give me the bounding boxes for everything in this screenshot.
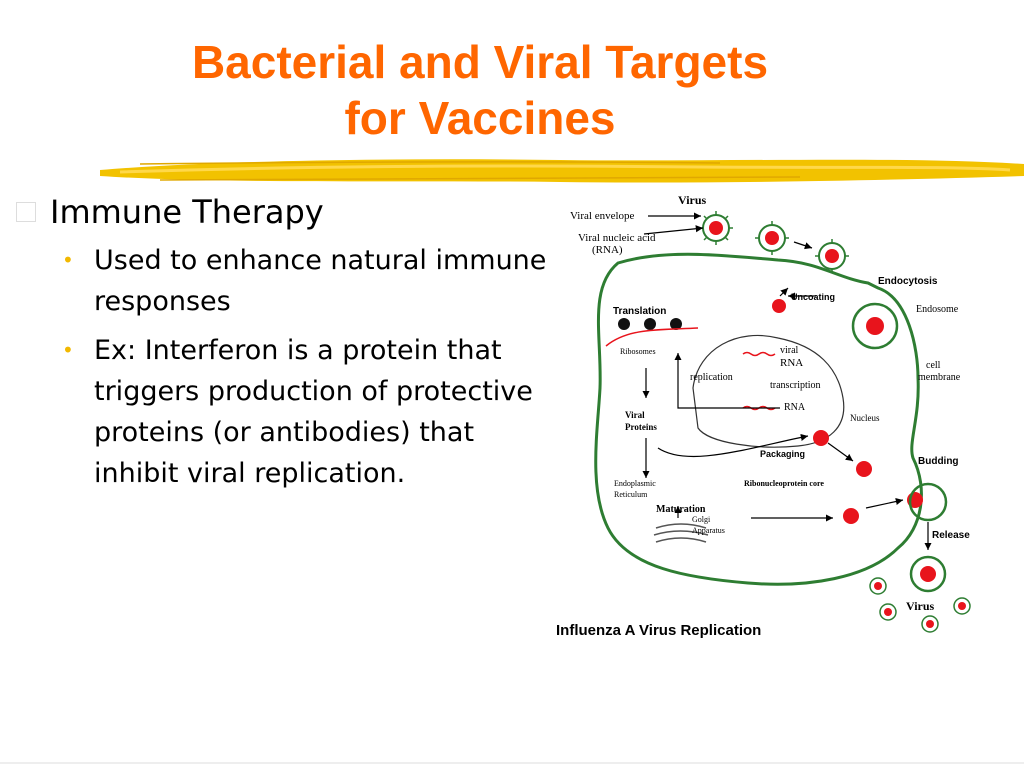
label-virus-bottom: Virus [906,599,935,613]
label-uncoating: Uncoating [791,292,835,302]
label-ribosomes: Ribosomes [620,347,656,356]
ribosomes [605,318,699,347]
label-rnp-core: Ribonucleoprotein core [744,479,824,488]
sub-bullet-text: Used to enhance natural immune responses [94,245,547,317]
bullet-box-icon [16,202,36,222]
released-virus-small [869,577,971,633]
label-rna-upper: RNA [780,357,803,369]
label-cell: cell [926,360,941,371]
label-release: Release [932,530,970,541]
bullet-dot-icon: • [62,338,74,362]
influenza-replication-diagram: Virus Viral envelope Viral nucleic acid … [556,193,971,639]
slide-title: Bacterial and Viral Targets for Vaccines [0,34,960,146]
label-transcription: transcription [770,380,821,391]
label-viral-proteins-2: Proteins [625,422,657,432]
label-rna: RNA [784,402,806,413]
label-budding: Budding [918,456,959,467]
nucleus [692,334,845,448]
rnp-core [856,461,872,477]
label-rna-paren: (RNA) [592,244,623,256]
label-golgi: Golgi [692,515,711,524]
slide-bottom-border [0,762,1024,764]
label-membrane: membrane [918,372,961,383]
bullet-list: Immune Therapy • Used to enhance natural… [14,192,574,494]
slide-title-line-1: Bacterial and Viral Targets [191,36,769,88]
virus-particle-3 [815,239,849,273]
uncoating-core [772,299,786,313]
viral-rna-squiggle [742,351,776,357]
label-endocytosis: Endocytosis [878,276,938,287]
label-virus-top: Virus [678,193,707,207]
label-reticulum: Reticulum [614,490,648,499]
virus-particle-2 [755,221,789,255]
label-viral-proteins-1: Viral [625,410,645,420]
sub-bullet-text: Ex: Interferon is a protein that trigger… [94,335,533,489]
label-viral: viral [780,345,799,356]
label-replication: replication [690,372,733,383]
diagram-caption: Influenza A Virus Replication [556,622,761,639]
title-underline-brushstroke [100,159,1024,183]
label-endoplasmic: Endoplasmic [614,479,656,488]
virus-particle-1 [699,211,733,245]
released-virus-large [909,555,947,593]
bullet-dot-icon: • [62,248,74,272]
sub-bullet: • Ex: Interferon is a protein that trigg… [62,330,574,494]
label-packaging: Packaging [760,449,805,459]
label-viral-nucleic-acid: Viral nucleic acid [578,232,656,244]
label-maturation: Maturation [656,504,706,515]
label-endosome: Endosome [916,304,959,315]
sub-bullet: • Used to enhance natural immune respons… [62,240,574,322]
endosome [851,302,899,350]
main-bullet: Immune Therapy [14,192,574,232]
cell-membrane [594,252,923,586]
label-translation: Translation [613,306,666,317]
maturation-core [843,508,859,524]
golgi-apparatus [653,523,709,543]
slide-title-line-2: for Vaccines [344,92,616,144]
budding-virus [908,482,948,522]
label-nucleus: Nucleus [850,413,880,423]
main-bullet-text: Immune Therapy [50,193,324,231]
packaging-core [813,430,829,446]
label-viral-envelope: Viral envelope [570,210,635,222]
label-apparatus: Apparatus [692,526,725,535]
